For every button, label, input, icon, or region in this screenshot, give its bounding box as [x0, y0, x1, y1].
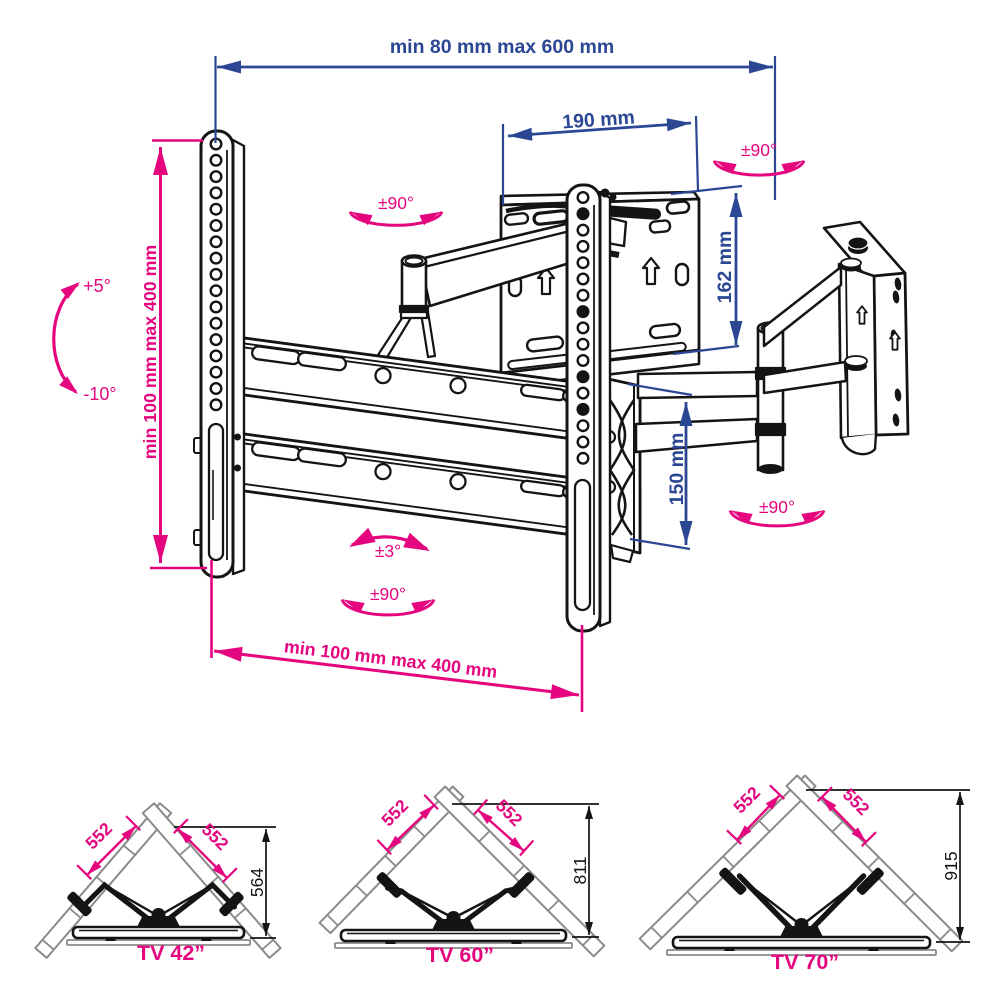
svg-text:±90°: ±90° — [378, 193, 414, 213]
svg-text:TV 60”: TV 60” — [426, 943, 494, 967]
svg-text:190 mm: 190 mm — [562, 107, 636, 134]
svg-text:±90°: ±90° — [741, 140, 777, 160]
svg-text:162 mm: 162 mm — [714, 231, 736, 304]
svg-text:±90°: ±90° — [370, 584, 406, 604]
svg-text:-10°: -10° — [83, 384, 116, 404]
svg-text:±90°: ±90° — [759, 497, 795, 517]
svg-text:min 80 mm max 600 mm: min 80 mm max 600 mm — [390, 36, 614, 58]
svg-text:min 100 mm max 400 mm: min 100 mm max 400 mm — [140, 245, 160, 459]
svg-text:TV 70”: TV 70” — [771, 950, 839, 974]
svg-text:915: 915 — [941, 851, 961, 880]
svg-text:+5°: +5° — [83, 276, 111, 296]
svg-text:TV 42”: TV 42” — [137, 941, 205, 965]
svg-text:±3°: ±3° — [375, 541, 401, 561]
svg-text:811: 811 — [570, 857, 590, 885]
svg-text:150 mm: 150 mm — [666, 433, 688, 506]
svg-text:564: 564 — [247, 868, 267, 897]
